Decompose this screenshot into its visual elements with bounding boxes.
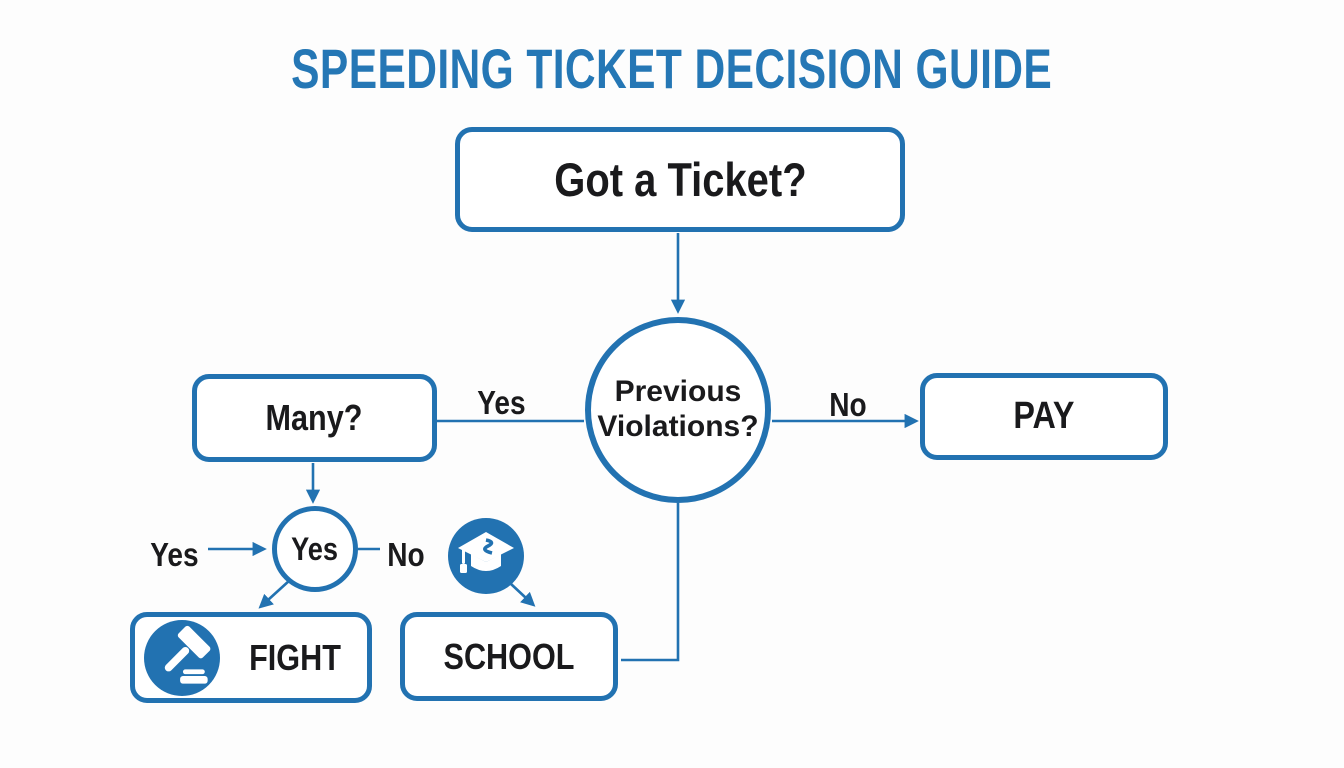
edge-violations-to-school (621, 503, 680, 662)
diagram-title: SPEEDING TICKET DECISION GUIDE (0, 36, 1344, 101)
node-many: Many? (192, 374, 437, 462)
gavel-icon (144, 619, 220, 696)
node-fight: FIGHT (130, 612, 372, 703)
node-fight-label: FIGHT (249, 636, 341, 678)
node-pay-label: PAY (1013, 395, 1075, 437)
diagram-title-text: SPEEDING TICKET DECISION GUIDE (291, 37, 1053, 100)
edge-cap-to-school (510, 583, 536, 607)
graduation-cap-icon (448, 518, 524, 594)
node-pay: PAY (920, 373, 1168, 460)
node-previous-violations: Previous Violations? (585, 317, 771, 503)
node-many-label: Many? (266, 397, 363, 438)
node-previous-violations-label: Previous Violations? (597, 375, 759, 443)
edge-label-yes-to-school: No (384, 536, 428, 574)
node-yes-decision: Yes (272, 506, 358, 592)
edge-label-violations-to-pay-text: No (829, 386, 867, 423)
node-yes-decision-label: Yes (291, 530, 339, 567)
edge-label-yes-to-fight: Yes (146, 536, 203, 574)
node-got-a-ticket: Got a Ticket? (455, 127, 905, 232)
edge-yes-to-fight (258, 579, 291, 609)
edge-label-yes-to-school-text: No (387, 536, 425, 573)
node-got-a-ticket-label: Got a Ticket? (553, 153, 807, 206)
edge-label-violations-to-many-text: Yes (477, 384, 526, 421)
node-school: SCHOOL (400, 612, 618, 701)
edge-label-yes-to-fight-text: Yes (150, 536, 199, 573)
edge-label-violations-to-many: Yes (473, 384, 530, 422)
node-school-label: SCHOOL (443, 635, 575, 677)
edge-label-violations-to-pay: No (826, 386, 870, 424)
